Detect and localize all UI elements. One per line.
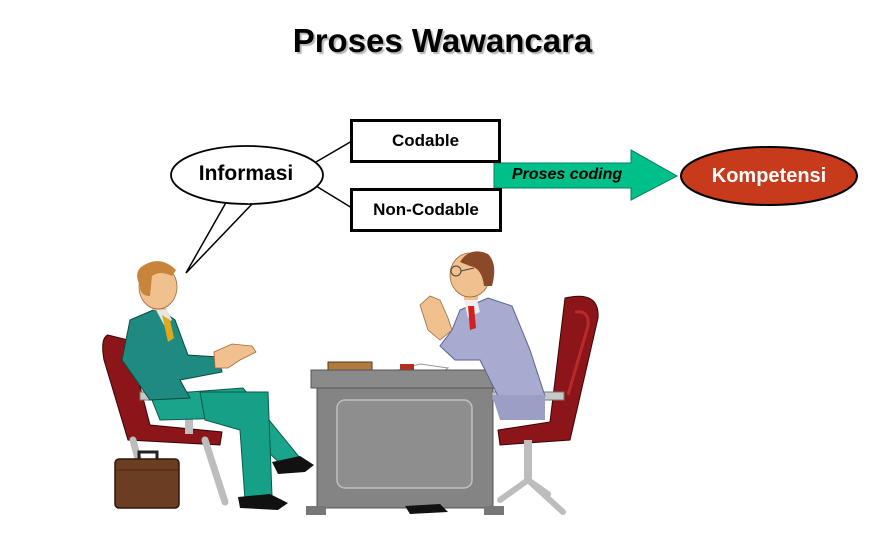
interviewer-figure bbox=[405, 251, 546, 514]
non-codable-box: Non-Codable bbox=[350, 188, 502, 232]
kompetensi-ellipse bbox=[680, 146, 858, 206]
non-codable-label: Non-Codable bbox=[373, 200, 479, 219]
connector-non-codable bbox=[315, 185, 353, 209]
informasi-label: Informasi bbox=[198, 162, 294, 185]
informasi-speech-bubble bbox=[170, 145, 324, 274]
proses-coding-label: Proses coding bbox=[511, 166, 623, 183]
proses-coding-arrow bbox=[493, 149, 679, 201]
desk-image bbox=[306, 361, 504, 515]
kompetensi-label: Kompetensi bbox=[711, 165, 827, 187]
connector-codable bbox=[315, 140, 353, 163]
codable-label: Codable bbox=[391, 131, 460, 150]
interviewee-figure bbox=[121, 261, 314, 510]
codable-box: Codable bbox=[350, 119, 501, 163]
page-title: Proses Wawancara bbox=[292, 22, 593, 59]
briefcase-image bbox=[114, 450, 180, 509]
